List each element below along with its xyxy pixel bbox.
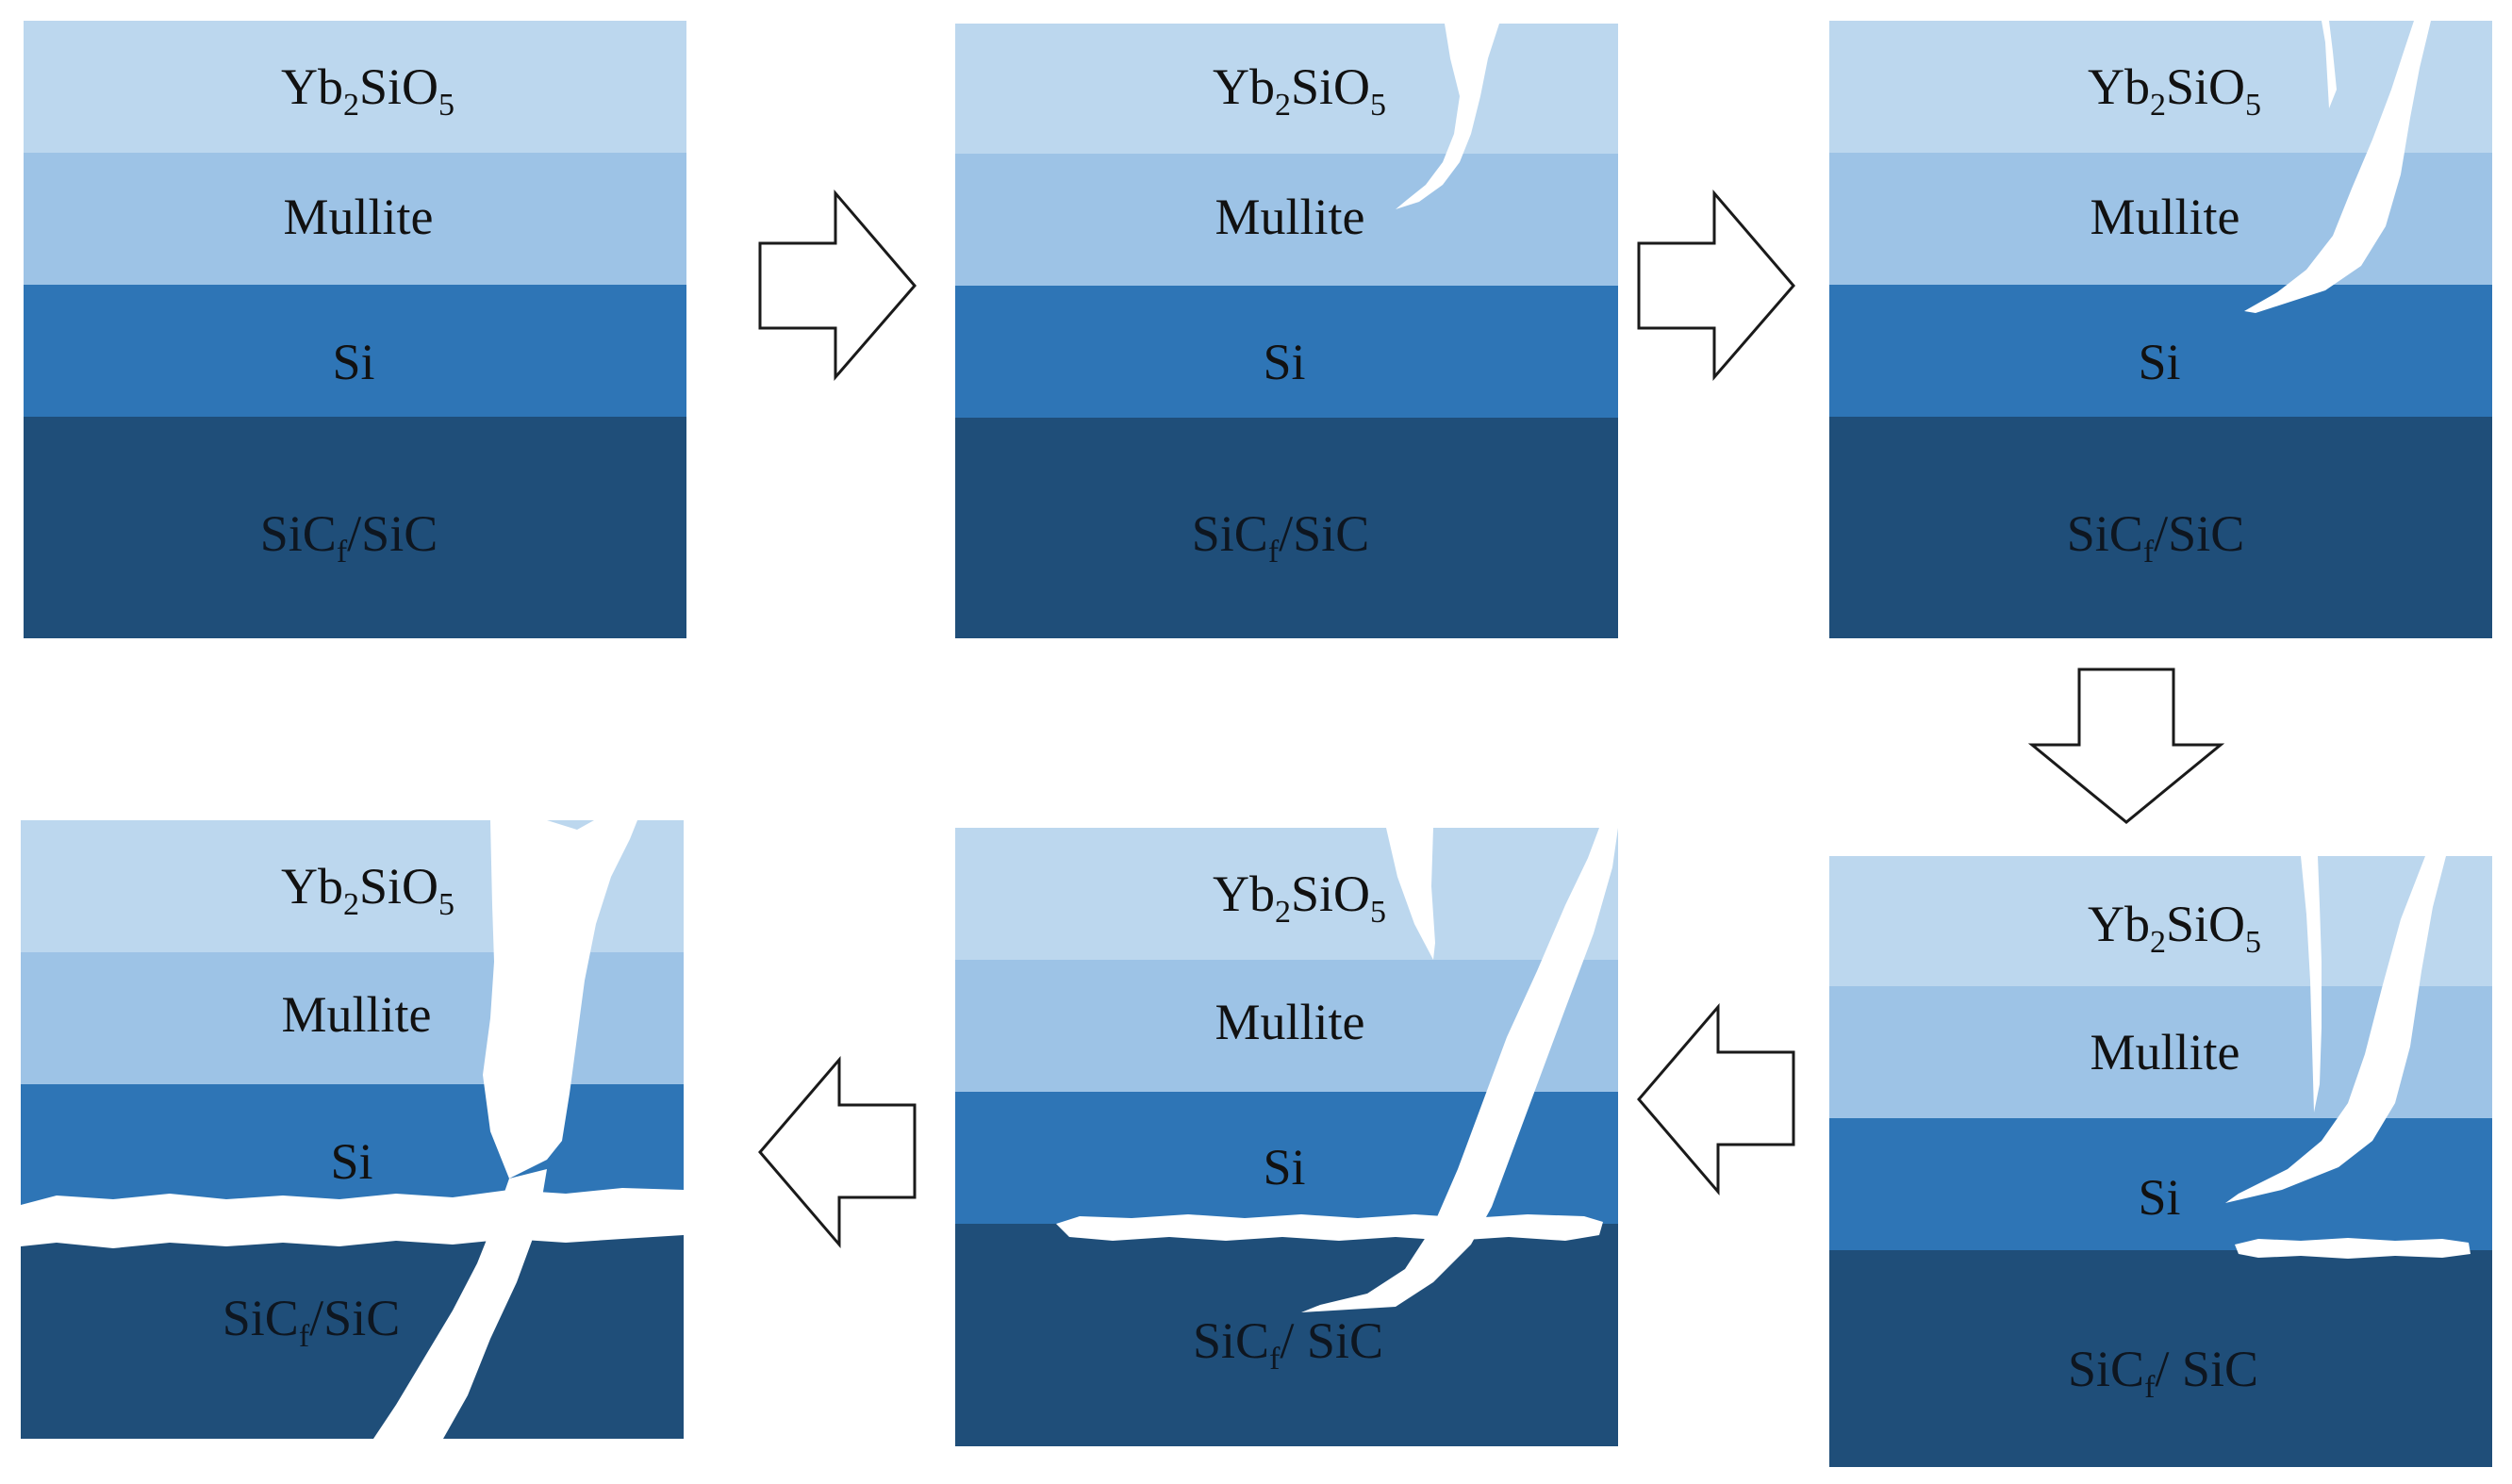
substrate-label: SiCf/SiC bbox=[1192, 505, 1369, 569]
si-label: Si bbox=[1263, 1139, 1305, 1195]
arrow-right-2 bbox=[1637, 189, 1795, 382]
substrate-layer bbox=[21, 1216, 684, 1439]
stage-1-panel: Yb2SiO5 Mullite Si SiCf/SiC bbox=[24, 21, 686, 638]
substrate-label: SiCf/SiC bbox=[2067, 505, 2244, 569]
yb2sio5-label: Yb2SiO5 bbox=[1213, 866, 1386, 930]
yb2sio5-spall bbox=[2301, 856, 2322, 1113]
crack bbox=[2225, 856, 2446, 1203]
arrow-left-1 bbox=[1637, 1002, 1795, 1196]
stage-6-panel: Yb2SiO5 Mullite Si SiCf/SiC bbox=[21, 820, 684, 1439]
stage-4-panel: Yb2SiO5 Mullite Si SiCf/ SiC bbox=[1829, 856, 2492, 1467]
mullite-label: Mullite bbox=[2091, 189, 2240, 245]
si-layer bbox=[1829, 1118, 2492, 1252]
stage-5-panel: Yb2SiO5 Mullite Si SiCf/ SiC bbox=[955, 828, 1618, 1446]
yb2sio5-label: Yb2SiO5 bbox=[281, 58, 454, 123]
interface-crack bbox=[1056, 1214, 1603, 1241]
arrow-right-1 bbox=[758, 189, 917, 382]
mullite-label: Mullite bbox=[1215, 994, 1365, 1050]
crack bbox=[2244, 21, 2431, 313]
substrate-layer bbox=[955, 418, 1618, 638]
yb2sio5-layer bbox=[955, 828, 1618, 962]
stage-3-panel: Yb2SiO5 Mullite Si SiCf/SiC bbox=[1829, 21, 2492, 638]
si-layer bbox=[1829, 285, 2492, 419]
si-layer bbox=[24, 285, 686, 419]
substrate-label: SiCf/ SiC bbox=[2068, 1341, 2258, 1405]
yb2sio5-label: Yb2SiO5 bbox=[1213, 58, 1386, 123]
si-label: Si bbox=[2138, 1169, 2180, 1226]
mullite-label: Mullite bbox=[2091, 1024, 2240, 1080]
yb2sio5-spall bbox=[2322, 21, 2337, 108]
mullite-layer bbox=[955, 154, 1618, 288]
substrate-layer bbox=[955, 1224, 1618, 1446]
si-label: Si bbox=[332, 334, 374, 390]
mullite-layer bbox=[24, 153, 686, 287]
yb2sio5-spall bbox=[1386, 828, 1435, 960]
interface-crack bbox=[2235, 1238, 2471, 1259]
yb2sio5-label: Yb2SiO5 bbox=[2088, 896, 2261, 960]
arrow-left-2 bbox=[758, 1055, 917, 1249]
crack bbox=[1301, 828, 1618, 1312]
substrate-label: SiCf/ SiC bbox=[1193, 1312, 1383, 1377]
substrate-label: SiCf/SiC bbox=[260, 505, 438, 569]
yb2sio5-layer bbox=[24, 21, 686, 155]
yb2sio5-layer bbox=[1829, 856, 2492, 988]
si-label: Si bbox=[330, 1133, 372, 1190]
yb2sio5-label: Yb2SiO5 bbox=[2088, 58, 2261, 123]
stage-2-panel: Yb2SiO5 Mullite Si SiCf/SiC bbox=[955, 24, 1618, 638]
substrate-label: SiCf/SiC bbox=[223, 1290, 400, 1354]
mullite-label: Mullite bbox=[284, 189, 434, 245]
yb2sio5-layer bbox=[955, 24, 1618, 156]
yb2sio5-spall bbox=[483, 820, 637, 1179]
substrate-layer bbox=[1829, 1250, 2492, 1467]
si-label: Si bbox=[1263, 334, 1305, 390]
yb2sio5-label: Yb2SiO5 bbox=[281, 858, 454, 922]
arrow-down bbox=[2027, 668, 2225, 824]
mullite-label: Mullite bbox=[1215, 189, 1365, 245]
substrate-layer bbox=[1829, 417, 2492, 638]
crack bbox=[1396, 24, 1499, 209]
si-label: Si bbox=[2138, 334, 2180, 390]
si-layer bbox=[955, 286, 1618, 420]
mullite-label: Mullite bbox=[282, 986, 432, 1043]
interface-crack bbox=[21, 1188, 684, 1248]
substrate-layer bbox=[24, 417, 686, 638]
